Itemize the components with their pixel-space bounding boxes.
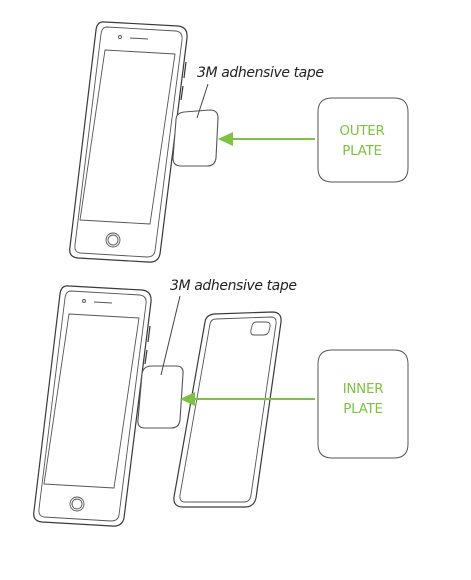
arrow-icon [180,392,315,406]
top-panel: 3M adhensive tape OUTER PLATE [69,21,409,263]
arrow-icon [218,132,315,146]
inner-plate-callout: INNER PLATE [317,349,409,459]
tape-label: 3M adhensive tape [170,278,297,294]
outer-plate-callout: OUTER PLATE [317,97,409,183]
bottom-panel: 3M adhensive tape INNER PLATE [33,278,409,527]
tape-leader-line [196,83,209,119]
callout-line-1: OUTER [339,123,384,139]
callout-line-1: INNER [343,381,384,397]
callout-line-2: PLATE [343,401,382,417]
outer-plate-icon [172,109,219,167]
phone-back-case-icon [173,311,282,508]
inner-plate-icon [137,365,184,429]
phone-front-icon [33,285,152,527]
callout-line-2: PLATE [342,143,381,159]
phone-front-icon [69,21,188,263]
tape-leader-line [160,295,181,376]
tape-label: 3M adhensive tape [197,65,324,81]
